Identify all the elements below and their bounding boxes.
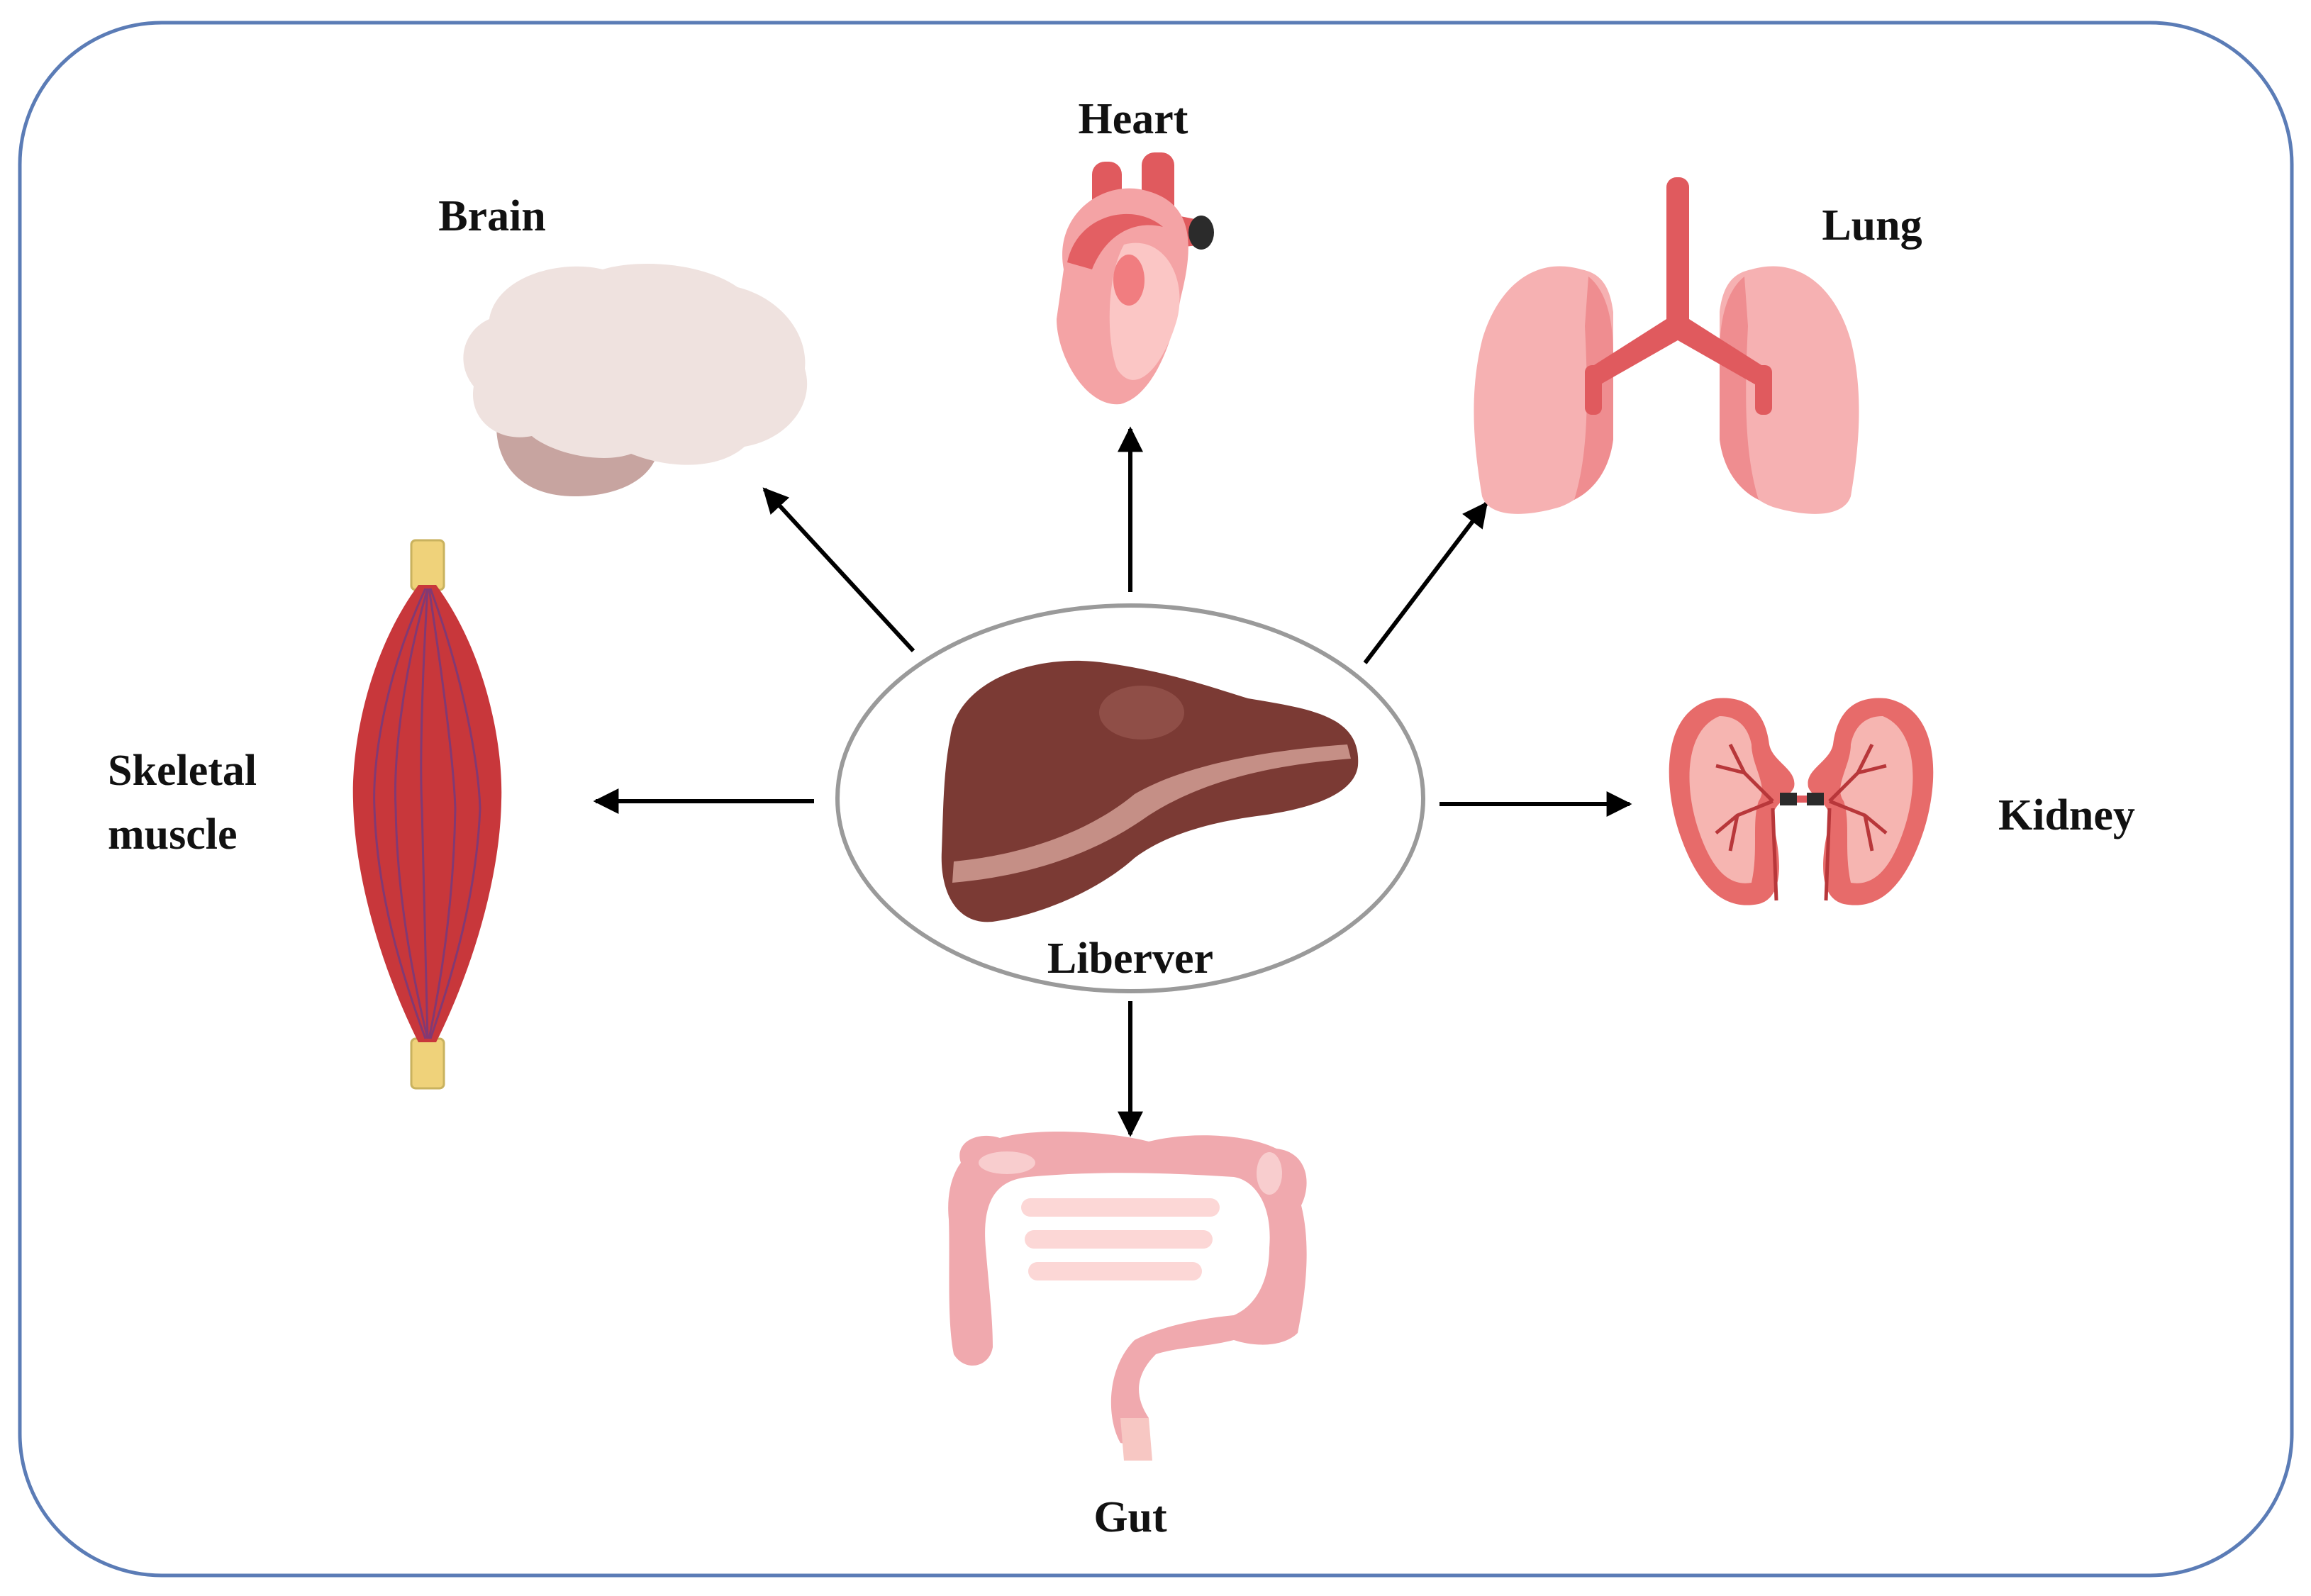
skeletal-muscle-node: Skeletal muscle [108,539,502,1090]
lung-label: Lung [1822,201,1922,250]
gut-label: Gut [1093,1493,1167,1541]
gut-icon [948,1131,1307,1461]
arrows [593,426,1632,1137]
liver-label: Liberver [1047,934,1213,983]
muscle-label-line1: Skeletal [108,747,257,795]
muscle-label-line2: muscle [108,810,238,859]
heart-node: Heart [1057,95,1214,405]
liver-node: Liberver [835,603,1425,993]
kidney-icon [1669,698,1934,905]
gut-node: Gut [948,1131,1307,1541]
kidney-node: Kidney [1669,698,2135,905]
lung-icon [1474,177,1859,514]
arrow-to-brain [762,487,915,653]
brain-node: Brain [438,192,808,496]
kidney-label: Kidney [1998,791,2135,839]
brain-label: Brain [438,192,546,240]
heart-icon [1057,152,1214,405]
muscle-icon [352,539,502,1090]
lung-node: Lung [1474,177,1922,514]
heart-label: Heart [1079,95,1188,143]
brain-icon [463,264,808,496]
arrow-to-lung [1363,501,1488,664]
